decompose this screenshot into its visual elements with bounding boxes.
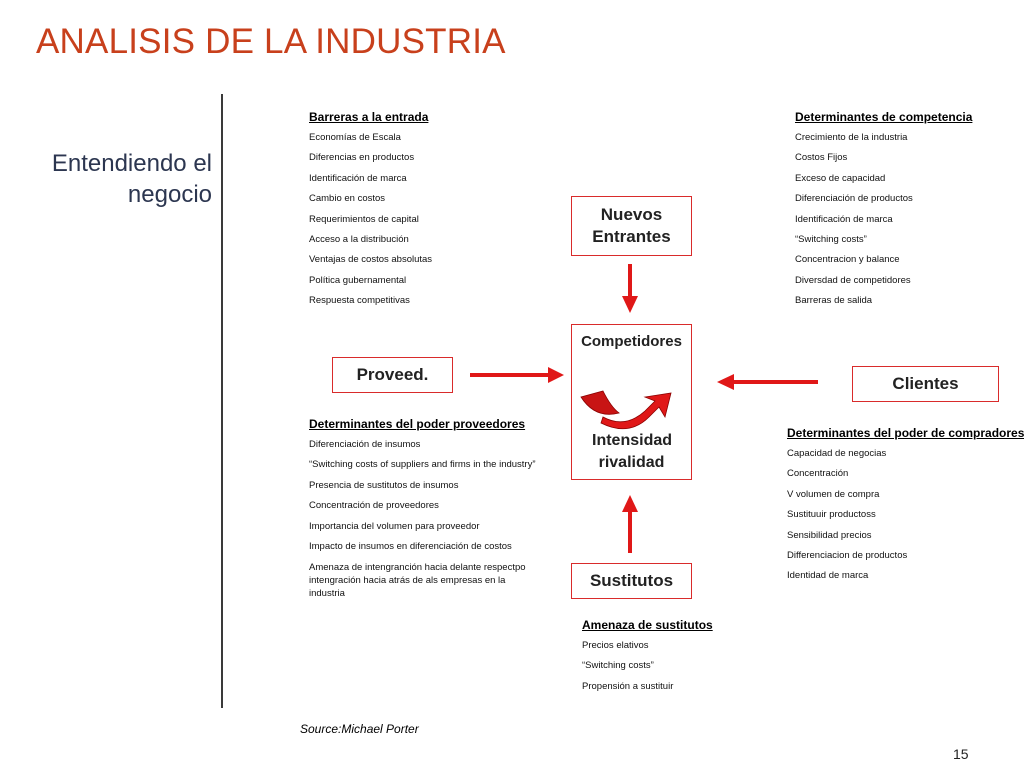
- barriers-list: Economías de Escala Diferencias en produ…: [309, 128, 432, 312]
- rivalry-label: Intensidad rivalidad: [592, 432, 673, 471]
- list-item: Política gubernamental: [309, 274, 407, 286]
- list-item: Exceso de capacidad: [795, 172, 886, 184]
- buyers-power-heading: Determinantes del poder de compradores: [787, 426, 1024, 440]
- arrow-down-from-entrants: [622, 264, 638, 313]
- buyers-box: Clientes: [852, 366, 999, 402]
- list-item: Identificación de marca: [309, 172, 407, 184]
- new-entrants-box: Nuevos Entrantes: [571, 196, 692, 256]
- list-item: Requerimientos de capital: [309, 213, 419, 225]
- arrow-up-from-substitutes: [622, 495, 638, 553]
- list-item: Concentración de proveedores: [309, 500, 439, 512]
- list-item: Identificación de marca: [795, 213, 893, 225]
- list-item: Costos Fijos: [795, 152, 848, 164]
- list-item: Concentracion y balance: [795, 254, 900, 266]
- source-note: Source:Michael Porter: [300, 722, 419, 736]
- list-item: Presencia de sustitutos de insumos: [309, 479, 459, 491]
- substitutes-threat-block: Amenaza de sustitutos Precios elativos “…: [582, 618, 713, 697]
- suppliers-power-list: Diferenciación de insumos “Switching cos…: [309, 435, 549, 600]
- list-item: Acceso a la distribución: [309, 234, 409, 246]
- new-entrants-label: Nuevos Entrantes: [592, 205, 671, 246]
- slide-subtitle: Entendiendo el negocio: [51, 150, 212, 208]
- competition-list: Crecimiento de la industria Costos Fijos…: [795, 128, 972, 312]
- page-number: 15: [953, 746, 969, 762]
- substitutes-box: Sustitutos: [571, 563, 692, 599]
- list-item: “Switching costs of suppliers and firms …: [309, 459, 536, 471]
- rivalry-cycle-icon: [580, 390, 672, 430]
- list-item: Barreras de salida: [795, 295, 873, 307]
- competition-block: Determinantes de competencia Crecimiento…: [795, 110, 972, 312]
- list-item: Economías de Escala: [309, 132, 401, 143]
- list-item: “Switching costs”: [582, 660, 654, 672]
- buyers-power-block: Determinantes del poder de compradores C…: [787, 426, 1024, 587]
- list-item: Diversdad de competidores: [795, 274, 911, 286]
- list-item: Sustituuir productoss: [787, 509, 876, 521]
- list-item: V volumen de compra: [787, 488, 880, 500]
- list-item: Importancia del volumen para proveedor: [309, 520, 480, 532]
- arrow-right-from-suppliers: [470, 367, 564, 383]
- list-item: Crecimiento de la industria: [795, 132, 908, 143]
- list-item: Capacidad de negocias: [787, 448, 887, 459]
- slide-title: ANALISIS DE LA INDUSTRIA: [36, 22, 506, 61]
- list-item: Ventajas de costos absolutas: [309, 254, 433, 266]
- buyers-label: Clientes: [892, 374, 959, 393]
- list-item: Impacto de insumos en diferenciación de …: [309, 541, 512, 553]
- list-item: “Switching costs”: [795, 234, 867, 246]
- list-item: Precios elativos: [582, 640, 649, 651]
- suppliers-power-heading: Determinantes del poder proveedores: [309, 417, 526, 431]
- list-item: Diferenciación de insumos: [309, 439, 421, 450]
- list-item: Diferencias en productos: [309, 152, 415, 164]
- substitutes-threat-list: Precios elativos “Switching costs” Prope…: [582, 636, 713, 697]
- list-item: Concentración: [787, 468, 849, 480]
- substitutes-label: Sustitutos: [589, 571, 674, 590]
- list-item: Cambio en costos: [309, 193, 386, 205]
- list-item: Diferenciación de productos: [795, 193, 913, 205]
- competitors-label: Competidores: [581, 333, 682, 350]
- list-item: Propensión a sustituir: [582, 680, 674, 692]
- list-item: Respuesta competitivas: [309, 295, 410, 307]
- competition-heading: Determinantes de competencia: [795, 110, 973, 124]
- list-item: Sensibilidad precios: [787, 529, 872, 541]
- barriers-heading: Barreras a la entrada: [309, 110, 429, 124]
- barriers-block: Barreras a la entrada Economías de Escal…: [309, 110, 432, 312]
- buyers-power-list: Capacidad de negocias Concentración V vo…: [787, 444, 1024, 587]
- suppliers-box: Proveed.: [332, 357, 453, 393]
- list-item: Amenaza de intengranción hacia delante r…: [309, 562, 526, 600]
- list-item: Identidad de marca: [787, 570, 869, 582]
- divider-line: [221, 94, 223, 708]
- substitutes-threat-heading: Amenaza de sustitutos: [582, 618, 713, 632]
- suppliers-power-block: Determinantes del poder proveedores Dife…: [309, 417, 549, 600]
- suppliers-label: Proveed.: [356, 365, 429, 384]
- rivalry-box: Competidores Intensidad rivalidad: [571, 324, 692, 480]
- arrow-left-from-buyers: [717, 374, 818, 390]
- list-item: Differenciacion de productos: [787, 550, 908, 562]
